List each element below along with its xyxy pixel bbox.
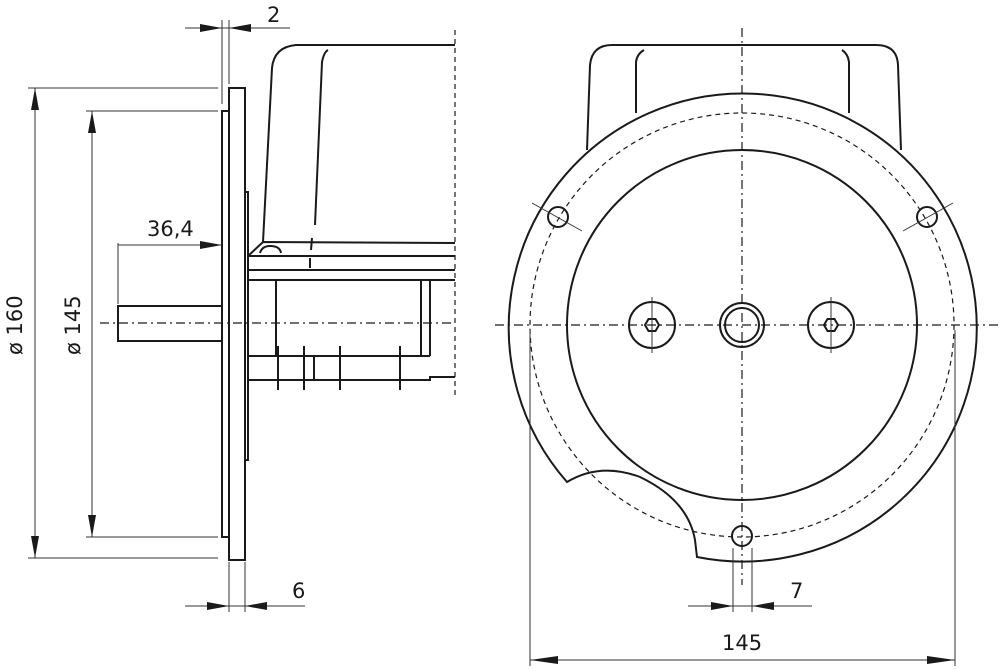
housing-base [247, 240, 456, 281]
pilot-plate [221, 110, 230, 538]
dim-plate-thickness: 2 [267, 3, 280, 27]
dim-outer-diameter: ø 160 [3, 295, 27, 355]
screw-head [259, 244, 282, 254]
handle-inner [635, 49, 850, 113]
front-dimensions: 7 145 [529, 330, 956, 666]
mounting-hole [547, 206, 569, 228]
dim-shaft-length: 36,4 [147, 217, 194, 241]
dim-pilot-diameter: ø 145 [61, 295, 85, 355]
dim-hole-diameter: 7 [790, 579, 803, 603]
front-view [495, 28, 1000, 585]
side-dimensions: 2 36,4 ø 160 ø 145 6 [3, 3, 305, 612]
flange-outline [507, 92, 978, 563]
dim-flange-thickness: 6 [292, 579, 305, 603]
housing-inner-line [314, 49, 329, 226]
side-view [100, 30, 456, 561]
hex-socket-icon [643, 318, 661, 332]
gasket [244, 191, 249, 461]
flange-plate [228, 87, 246, 561]
mounting-hole [916, 206, 938, 228]
handle-outline [586, 44, 902, 151]
housing-outline [262, 44, 455, 243]
terminal-box [248, 280, 455, 381]
dim-bolt-circle: 145 [722, 631, 762, 655]
